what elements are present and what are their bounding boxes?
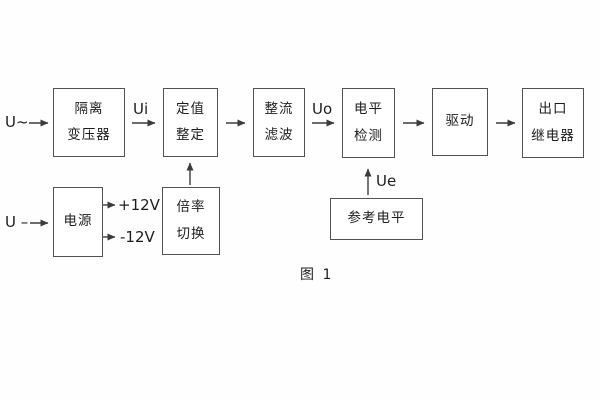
label-u-ac-input: U~ <box>5 113 29 131</box>
block-label: 出口 <box>538 101 568 117</box>
label-plus-12v-rail: +12V <box>118 196 160 214</box>
block-drive: 驱动 <box>432 88 488 156</box>
block-label: 整流 <box>264 100 294 117</box>
label-uo-signal: Uo <box>312 100 333 118</box>
block-label: 电平 <box>354 101 383 117</box>
block-label: 继电器 <box>531 127 575 144</box>
block-label: 切换 <box>176 225 206 242</box>
block-label: 变压器 <box>67 127 111 143</box>
block-power-supply: 电源 <box>53 187 103 257</box>
label-minus-12v-rail: -12V <box>120 228 155 246</box>
label-u-dc-input: U – <box>5 213 29 231</box>
block-label: 电源 <box>63 213 93 230</box>
block-setting-adjustment: 定值 整定 <box>163 88 218 157</box>
label-ui-signal: Ui <box>133 100 149 118</box>
block-label: 检测 <box>354 127 383 144</box>
block-label: 隔离 <box>74 100 104 117</box>
label-ue-signal: Ue <box>376 172 397 190</box>
figure-caption: 图 1 <box>300 267 334 283</box>
block-reference-level: 参考电平 <box>330 198 423 240</box>
block-label: 整定 <box>176 127 205 143</box>
block-label: 驱动 <box>445 113 475 130</box>
block-rectifier-filter: 整流 滤波 <box>253 88 305 157</box>
block-label: 滤波 <box>264 127 294 143</box>
block-label: 定值 <box>176 100 205 117</box>
block-label: 倍率 <box>176 199 206 215</box>
block-ratio-switch: 倍率 切换 <box>162 187 220 255</box>
block-output-relay: 出口 继电器 <box>522 88 584 158</box>
block-label: 参考电平 <box>347 210 406 227</box>
block-isolation-transformer: 隔离 变压器 <box>53 88 125 157</box>
block-level-detection: 电平 检测 <box>342 88 395 158</box>
